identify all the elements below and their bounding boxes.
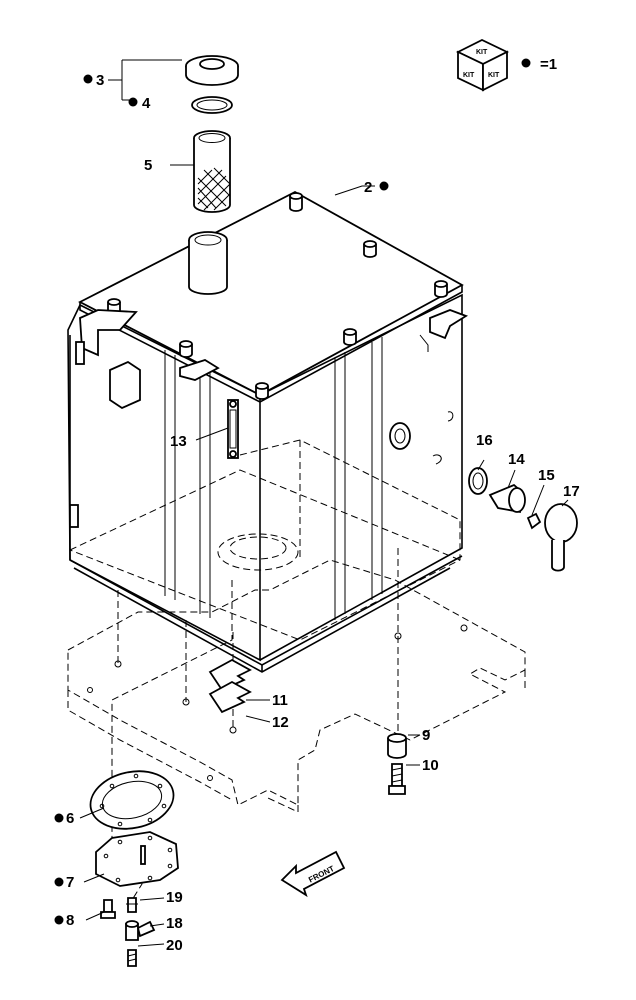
callout-11: 11 [272,692,288,709]
kit-dot-marker [521,58,531,68]
callout-2: 2 [364,179,372,196]
kit-marker-4 [128,97,138,107]
callout-7: 7 [66,874,74,891]
kit-marker-7 [54,877,64,887]
kit-text-left: KIT [463,72,475,79]
strainer-part-5 [193,130,231,213]
plug-part-20 [127,949,137,967]
callout-6: 6 [66,810,74,827]
kit-text-right: KIT [488,72,500,79]
callout-5: 5 [144,157,152,174]
callout-9: 9 [422,727,430,744]
callout-13: 13 [170,433,187,450]
top-bosses [107,192,448,400]
gasket-part-16 [468,467,488,495]
callout-8: 8 [66,912,74,929]
cover-part-17 [544,503,578,572]
callout-16: 16 [476,432,493,449]
callout-12: 12 [272,714,289,731]
bolt-part-15 [526,512,542,530]
kit-marker-8 [54,915,64,925]
callout-3: 3 [96,72,104,89]
kit-marker-3 [83,74,93,84]
callout-4: 4 [142,95,151,112]
callout-15: 15 [538,467,555,484]
hydraulic-tank-part-2 [67,190,469,673]
kit-cube-icon: KIT KIT KIT [455,38,510,92]
callout-18: 18 [166,915,183,932]
kit-marker-2 [379,181,389,191]
sensor-part-14 [488,483,526,514]
fitting-part-19 [126,897,138,913]
cover-plate-part-7 [95,831,179,887]
callout-20: 20 [166,937,183,954]
sight-gauge-part-13 [227,399,239,459]
bracket-3-4 [121,59,182,101]
spacer-part-9 [387,733,407,759]
leader-lines [79,164,569,947]
kit-marker-6 [54,813,64,823]
valve-part-18 [125,920,156,941]
bolt-part-8 [100,899,116,919]
front-direction-arrow: FRONT [280,850,346,898]
callout-17: 17 [563,483,580,500]
seal-ring-part-4 [191,96,233,114]
gasket-part-6 [89,770,175,830]
filler-cap-part-3 [185,55,239,86]
bolt-part-10 [388,763,406,795]
kit-text-top: KIT [476,49,488,56]
shims-part-11-12 [208,658,252,714]
callout-19: 19 [166,889,183,906]
kit-equals-label: =1 [540,56,557,73]
callout-labels: 3 4 5 2 13 16 14 15 17 11 12 9 10 6 7 8 … [54,72,580,954]
callout-10: 10 [422,757,439,774]
kit-legend: KIT KIT KIT =1 [455,38,557,92]
callout-14: 14 [508,451,525,468]
